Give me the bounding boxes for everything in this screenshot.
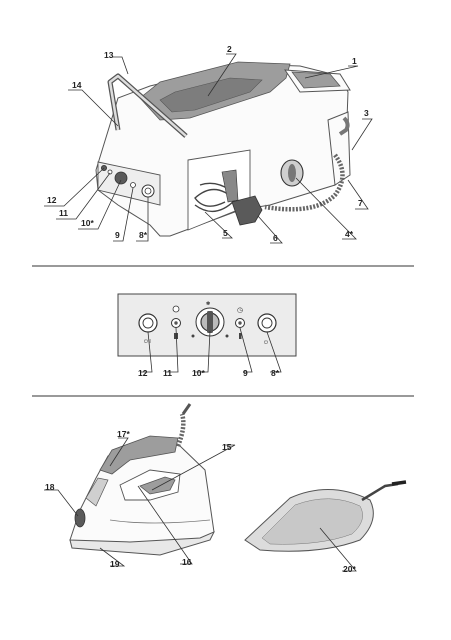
label-3: 3 xyxy=(364,108,369,118)
label-10: 10* xyxy=(81,218,94,228)
label-14: 14 xyxy=(72,80,82,90)
label-1: 1 xyxy=(352,56,357,66)
panel-label-9: 9 xyxy=(243,368,248,378)
station-callouts: 13 2 1 14 3 12 11 10* 9 8* 7 5 6 4* xyxy=(44,44,373,244)
iron-label-15: 15 xyxy=(222,442,232,452)
steam-station-illustration xyxy=(95,61,351,237)
iron-callouts: 15 17* 18 16 19 20* xyxy=(44,429,357,574)
label-13: 13 xyxy=(104,50,114,60)
label-7: 7 xyxy=(358,198,363,208)
panel-label-8: 8* xyxy=(271,368,280,378)
iron-label-19: 19 xyxy=(110,559,120,569)
iron-label-16: 16 xyxy=(182,557,192,567)
control-panel-illustration: ⏻ I ✽ ◷ ⏻ xyxy=(117,293,297,357)
svg-text:⏻: ⏻ xyxy=(264,340,268,346)
panel-label-11: 11 xyxy=(163,368,172,378)
panel-callouts: 12 11 10* 9 8* xyxy=(138,327,282,378)
label-6: 6 xyxy=(273,233,278,243)
label-9: 9 xyxy=(115,230,120,240)
label-8: 8* xyxy=(139,230,148,240)
svg-text:⏻ I: ⏻ I xyxy=(144,339,151,345)
panel-label-12: 12 xyxy=(138,368,148,378)
label-4: 4* xyxy=(345,229,354,239)
label-11: 11 xyxy=(59,208,68,218)
iron-illustration xyxy=(69,403,215,556)
svg-text:✽: ✽ xyxy=(206,301,210,307)
label-2: 2 xyxy=(227,44,232,54)
label-12: 12 xyxy=(47,195,57,205)
svg-text:◷: ◷ xyxy=(237,307,243,314)
iron-label-20: 20* xyxy=(343,564,356,574)
soleplate-cover-illustration xyxy=(244,480,407,552)
iron-label-18: 18 xyxy=(45,482,55,492)
panel-label-10: 10* xyxy=(192,368,205,378)
label-5: 5 xyxy=(223,228,228,238)
iron-label-17: 17* xyxy=(117,429,130,439)
